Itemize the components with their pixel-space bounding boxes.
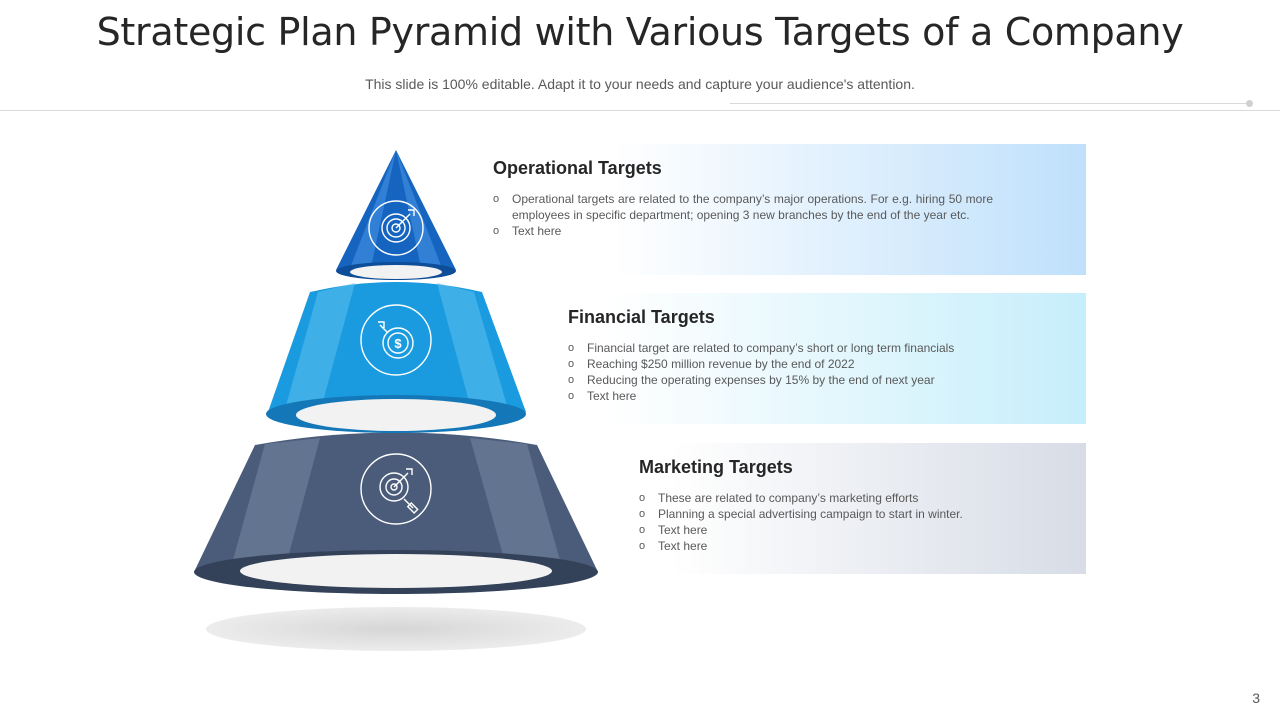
marketing-target-icon [360,453,432,525]
header-divider [0,110,1280,111]
pyramid-tier-bottom [194,432,598,594]
pyramid-shadow [206,607,586,651]
list-item: Reducing the operating expenses by 15% b… [568,372,1028,388]
accent-dot [1246,100,1253,107]
list-item: Text here [639,522,1039,538]
slide-title: Strategic Plan Pyramid with Various Targ… [96,10,1184,54]
list-item: Text here [568,388,1028,404]
dollar-target-icon: $ [360,304,432,376]
list-item: Operational targets are related to the c… [493,191,993,223]
target-icon [368,200,424,256]
list-item: Text here [493,223,993,239]
marketing-title: Marketing Targets [639,457,793,477]
list-item: Financial target are related to company’… [568,340,1028,356]
list-item: These are related to company’s marketing… [639,490,1039,506]
operational-bullet-list: Operational targets are related to the c… [493,191,993,239]
financial-title: Financial Targets [568,307,715,327]
slide-subtitle: This slide is 100% editable. Adapt it to… [365,76,915,92]
marketing-bullet-list: These are related to company’s marketing… [639,490,1039,554]
financial-bullet-list: Financial target are related to company’… [568,340,1028,404]
operational-title: Operational Targets [493,158,662,178]
accent-line [730,103,1250,104]
page-number: 3 [1252,690,1260,706]
list-item: Planning a special advertising campaign … [639,506,1039,522]
list-item: Text here [639,538,1039,554]
pyramid-tier-top [336,150,456,280]
list-item: Reaching $250 million revenue by the end… [568,356,1028,372]
svg-text:$: $ [394,336,402,351]
